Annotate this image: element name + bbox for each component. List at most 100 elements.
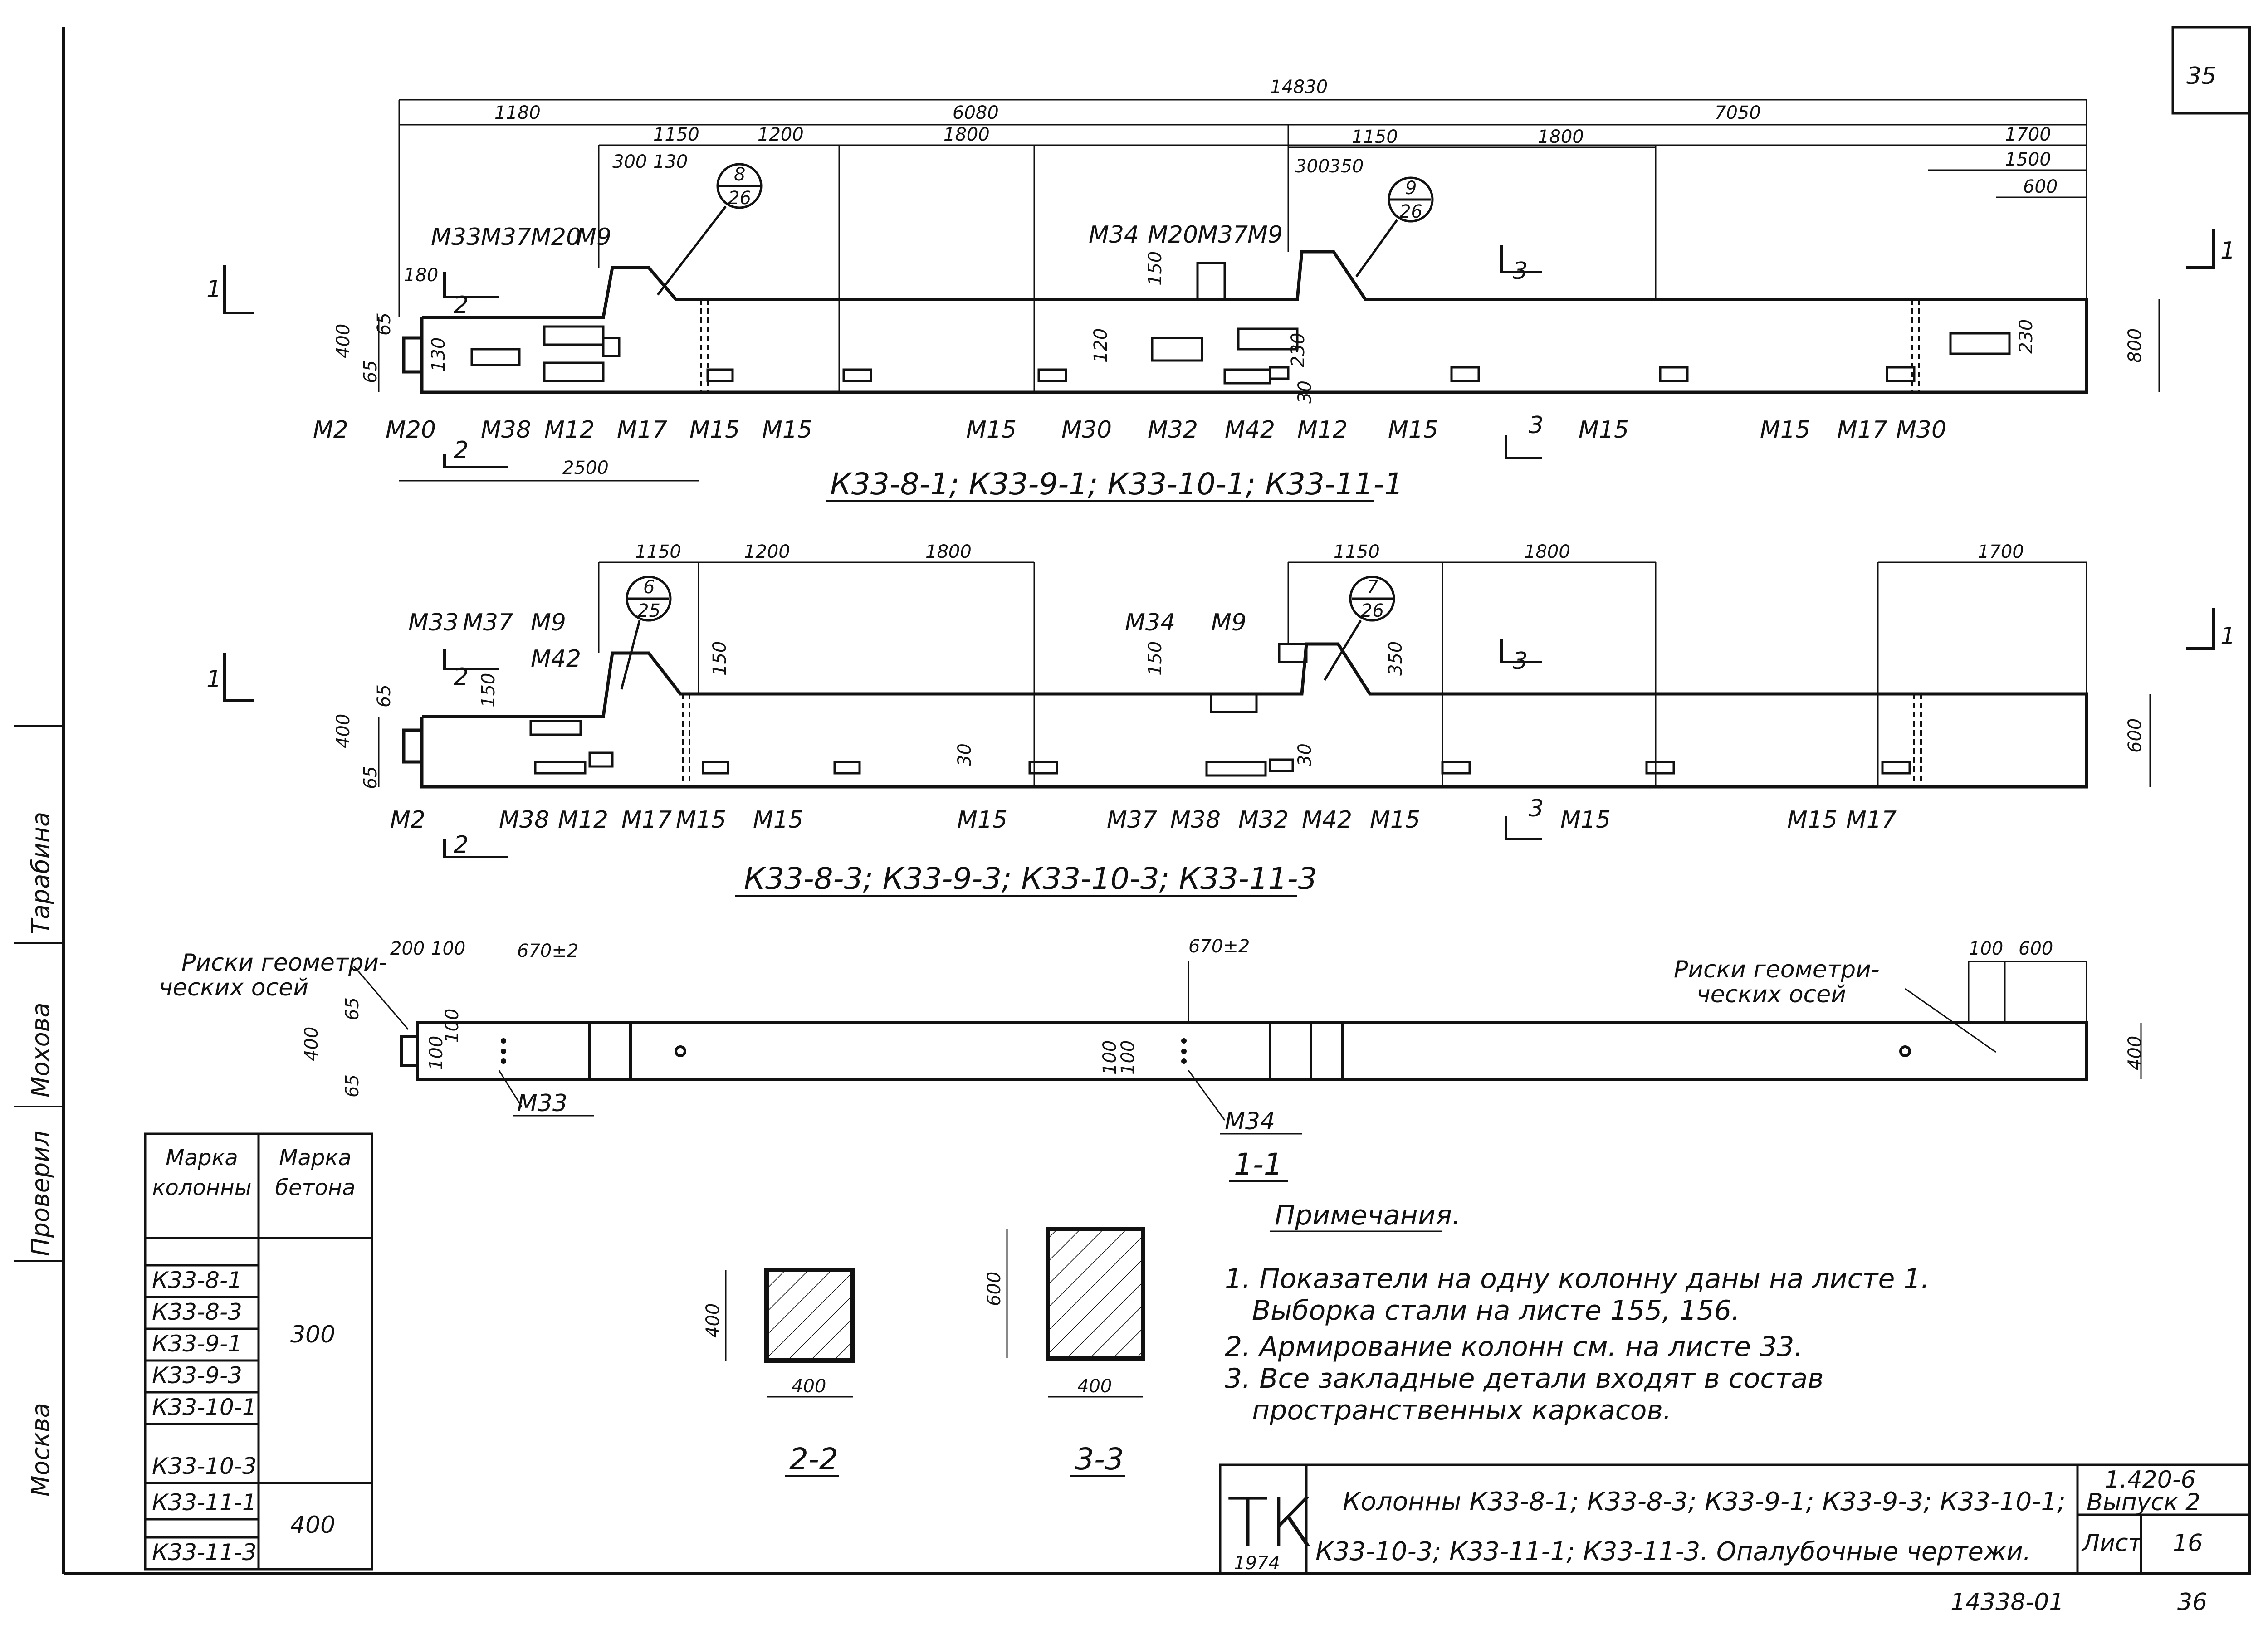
dim-b-side-150-c: 150 [1145, 641, 1166, 676]
label-b-bottom-m12: М12 [558, 806, 608, 834]
title-line-2: К33-10-3; К33-11-1; К33-11-3. Опалубочны… [1315, 1537, 2031, 1566]
section-2-2-caption: 2-2 [789, 1442, 838, 1477]
callouts-a [657, 163, 1434, 296]
dim-c-100: 100 [431, 938, 465, 959]
title-block-grid [1219, 1463, 2251, 1575]
dim-a-side-65-top: 65 [374, 312, 395, 336]
section-marks-b [223, 608, 2215, 858]
hidden-lines-b [682, 694, 1922, 787]
dim-c-100-c: 100 [1100, 1040, 1120, 1075]
dim-a-side-120: 120 [1090, 328, 1111, 363]
footer-page: 36 [2177, 1589, 2207, 1616]
label-a-top-m37: М37 [481, 224, 531, 251]
section-2-2: 400 400 2-2 [703, 1268, 855, 1477]
note-line-1: 1. Показатели на одну колонну даны на ли… [1225, 1263, 1930, 1295]
section-2-2-width: 400 [792, 1376, 826, 1397]
caption-view-a: К33-8-1; К33-9-1; К33-10-1; К33-11-1 [830, 467, 1403, 502]
label-a-bottom-m12b: М12 [1297, 416, 1348, 444]
dim-c-100-d: 100 [1118, 1040, 1139, 1075]
label-b-top-m9b: М9 [1211, 609, 1246, 636]
label-b-bottom-m15-1: М15 [676, 806, 726, 834]
note-line-2: Выборка стали на листе 155, 156. [1252, 1295, 1740, 1327]
caption-view-b: К33-8-3; К33-9-3; К33-10-3; К33-11-3 [744, 861, 1317, 896]
dim-b-1800-left: 1800 [925, 541, 972, 562]
dim-b-side-150-b: 150 [709, 641, 730, 676]
dim-b-1800-right: 1800 [1524, 541, 1570, 562]
table-header-column-mark: Марка колонны [152, 1145, 252, 1200]
section-mark-a-1-left: 1 [206, 276, 221, 303]
table-grade-300: 300 [290, 1321, 335, 1348]
callouts-b [620, 576, 1395, 690]
dim-b-1700: 1700 [1978, 541, 2024, 562]
label-a-top-m34: М34 [1089, 221, 1139, 249]
view-b: 6 25 7 26 1 1 2 2 3 3 1150 1200 1800 115… [206, 541, 2235, 897]
title-issue: Выпуск 2 [2087, 1489, 2200, 1516]
dim-a-1500: 1500 [2005, 149, 2051, 170]
table-mark-8: К33-11-3 [152, 1539, 257, 1566]
label-b-bottom-m15-5: М15 [1560, 806, 1611, 834]
label-b-bottom-m38b: М38 [1170, 806, 1221, 834]
dim-b-side-400: 400 [333, 714, 354, 748]
callout-a1-top: 8 [734, 164, 745, 185]
label-b-bottom-m37: М37 [1107, 806, 1157, 834]
dim-a-1150-left: 1150 [653, 124, 699, 145]
dim-a-2500: 2500 [562, 458, 609, 478]
title-series: 1.420-6 [2105, 1466, 2196, 1493]
dim-b-side-65-top: 65 [374, 684, 395, 707]
section-2-2-shape [764, 1268, 855, 1363]
column-outline-b [402, 642, 2088, 789]
section-mark-b-3-top: 3 [1513, 648, 1528, 675]
side-label-checked: Проверил [26, 1131, 55, 1256]
dim-c-670-left: 670±2 [517, 941, 578, 961]
dimension-lines-c [353, 961, 2142, 1121]
dimension-lines-a [378, 99, 2160, 482]
dim-c-65-top: 65 [342, 997, 363, 1020]
dim-a-side-230-right: 230 [2016, 319, 2037, 354]
label-a-bottom-m42: М42 [1225, 416, 1275, 444]
dim-a-1800-left: 1800 [943, 124, 990, 145]
label-b-top-m33: М33 [408, 609, 459, 636]
dim-a-130: 130 [653, 151, 688, 172]
dim-a-side-230: 230 [1288, 333, 1309, 367]
callout-a2-top: 9 [1405, 178, 1417, 199]
dim-b-1200: 1200 [744, 541, 790, 562]
label-a-top-m33: М33 [431, 224, 481, 251]
dim-b-side-150-a: 150 [478, 673, 499, 707]
dim-a-side-150: 150 [1145, 251, 1166, 286]
section-mark-b-1-left: 1 [206, 666, 221, 693]
note-c-right-1: Риски геометри- [1674, 956, 1880, 983]
label-a-bottom-m15-3: М15 [966, 416, 1017, 444]
section-mark-b-3-bottom: 3 [1529, 795, 1544, 822]
dim-a-1800-right: 1800 [1538, 127, 1584, 147]
column-outline-a [402, 250, 2088, 394]
section-mark-a-3-bottom: 3 [1529, 412, 1544, 439]
table-mark-6: К33-10-3 [152, 1453, 257, 1479]
table-header-concrete-grade: Марка бетона [275, 1145, 356, 1200]
label-b-bottom-m15-6: М15 [1787, 806, 1838, 834]
dim-a-350: 350 [1329, 156, 1364, 177]
view-c: Риски геометри- ческих осей Риски геомет… [159, 936, 2146, 1182]
label-a-bottom-m32: М32 [1148, 416, 1198, 444]
dim-a-side-30: 30 [1295, 380, 1315, 404]
label-a-bottom-m17: М17 [617, 416, 667, 444]
title-block: ТК 1974 Колонны К33-8-1; К33-8-3; К33-9-… [1219, 1463, 2251, 1575]
dim-c-670-right: 670±2 [1188, 936, 1250, 957]
table-mark-4: К33-9-3 [152, 1362, 242, 1389]
label-b-bottom-m15-4: М15 [1370, 806, 1420, 834]
dim-a-300-right: 300 [1295, 156, 1330, 177]
callout-b1-top: 6 [643, 577, 655, 598]
dim-c-100-a: 100 [426, 1036, 447, 1070]
table-mark-2: К33-8-3 [152, 1299, 242, 1325]
section-mark-b-2-bottom: 2 [454, 831, 469, 858]
label-a-bottom-m15-2: М15 [762, 416, 812, 444]
title-sheet-label: Лист [2081, 1530, 2142, 1557]
label-a-bottom-m17b: М17 [1837, 416, 1887, 444]
section-mark-a-1-right: 1 [2220, 237, 2235, 264]
dim-b-side-350: 350 [1385, 641, 1406, 676]
label-a-bottom-m2: М2 [313, 416, 348, 444]
section-mark-b-1-right: 1 [2220, 623, 2235, 650]
dim-a-overall: 14830 [1270, 77, 1328, 98]
dimension-lines-b [378, 561, 2151, 787]
embedded-parts-a [470, 262, 2011, 385]
